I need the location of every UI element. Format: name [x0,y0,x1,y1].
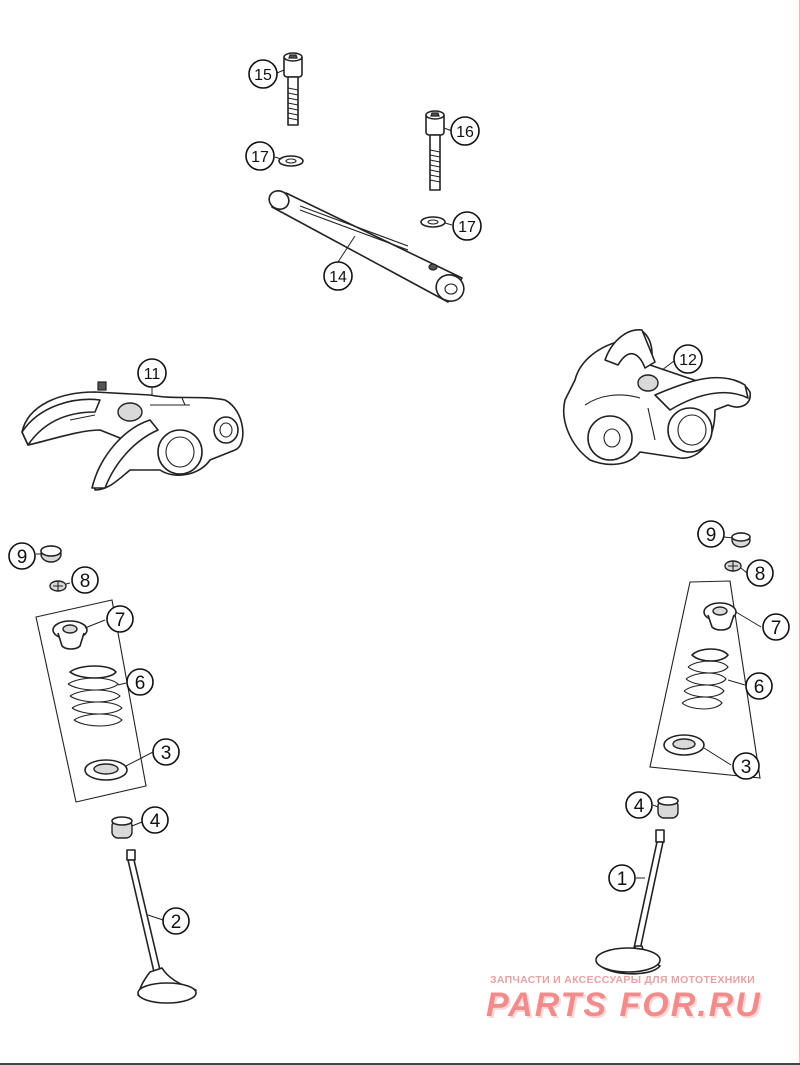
callout-9-right[interactable]: 9 [697,520,725,548]
svg-text:17: 17 [251,149,269,166]
callout-4-right[interactable]: 4 [625,791,653,819]
spring-seat-3-right[interactable] [663,734,705,756]
watermark-tagline: ЗАПЧАСТИ И АКСЕССУАРЫ ДЛЯ МОТОТЕХНИКИ [490,974,756,986]
callout-3-left[interactable]: 3 [152,738,180,766]
washer-17-lower[interactable] [420,216,446,228]
washer-17-upper[interactable] [278,155,304,167]
svg-text:9: 9 [706,525,717,546]
watermark: ЗАПЧАСТИ И АКСЕССУАРЫ ДЛЯ МОТОТЕХНИКИ PA… [478,968,788,1028]
svg-text:7: 7 [115,610,126,631]
spring-retainer-7-left[interactable] [52,620,88,650]
callout-6-right[interactable]: 6 [745,672,773,700]
callout-12[interactable]: 12 [673,344,703,374]
svg-text:6: 6 [754,677,765,698]
svg-text:1: 1 [617,869,628,890]
leader-lines [36,69,762,921]
valve-stem-seal-4-left[interactable] [111,816,133,839]
valve-keeper-9-right[interactable] [731,532,751,548]
page-border-bottom [0,1063,800,1065]
svg-text:8: 8 [755,564,766,585]
valve-spring-box-left [35,599,147,803]
callout-3-right[interactable]: 3 [732,752,760,780]
callout-8-left[interactable]: 8 [71,566,99,594]
svg-text:2: 2 [171,912,182,933]
svg-text:4: 4 [150,811,161,832]
rocker-arm-12[interactable] [563,329,751,466]
callout-15[interactable]: 15 [248,59,278,89]
svg-text:3: 3 [161,743,172,764]
valve-keeper-9-left[interactable] [40,545,62,563]
svg-text:3: 3 [741,757,752,778]
bolt-16[interactable] [425,110,445,191]
callout-6-left[interactable]: 6 [126,668,154,696]
svg-text:11: 11 [144,366,161,383]
valve-spring-6-left[interactable] [67,665,123,727]
svg-text:14: 14 [329,269,347,286]
svg-text:6: 6 [135,673,146,694]
svg-text:17: 17 [458,219,476,236]
callout-14[interactable]: 14 [323,261,353,291]
bolt-15[interactable] [283,52,303,126]
valve-1-intake[interactable] [595,829,665,975]
valve-cotter-8-left[interactable] [49,580,67,592]
rocker-arm-11[interactable] [21,381,244,491]
callout-7-left[interactable]: 7 [106,605,134,633]
svg-text:15: 15 [254,67,272,84]
svg-text:12: 12 [679,352,697,369]
callout-17-upper[interactable]: 17 [245,141,275,171]
svg-text:16: 16 [456,124,474,141]
spring-seat-3-left[interactable] [84,759,128,781]
rocker-shaft-14[interactable] [266,188,468,306]
callout-16[interactable]: 16 [450,116,480,146]
svg-text:9: 9 [17,547,28,568]
valve-cotter-8-right[interactable] [724,560,742,572]
valve-stem-seal-4-right[interactable] [657,796,679,819]
callout-2[interactable]: 2 [162,907,190,935]
spring-retainer-7-right[interactable] [703,602,737,631]
svg-text:8: 8 [80,571,91,592]
callout-11[interactable]: 11 [137,358,167,388]
callout-7-right[interactable]: 7 [762,613,790,641]
valve-2-exhaust[interactable] [126,849,197,1004]
watermark-logo: PARTS FOR.RU [486,986,762,1024]
svg-text:7: 7 [771,618,782,639]
svg-text:4: 4 [634,796,645,817]
callout-17-lower[interactable]: 17 [452,211,482,241]
callout-8-right[interactable]: 8 [746,559,774,587]
callout-1[interactable]: 1 [608,864,636,892]
callout-4-left[interactable]: 4 [141,806,169,834]
valve-spring-box-right [649,580,761,779]
valve-spring-6-right[interactable] [681,648,729,710]
callout-9-left[interactable]: 9 [8,542,36,570]
